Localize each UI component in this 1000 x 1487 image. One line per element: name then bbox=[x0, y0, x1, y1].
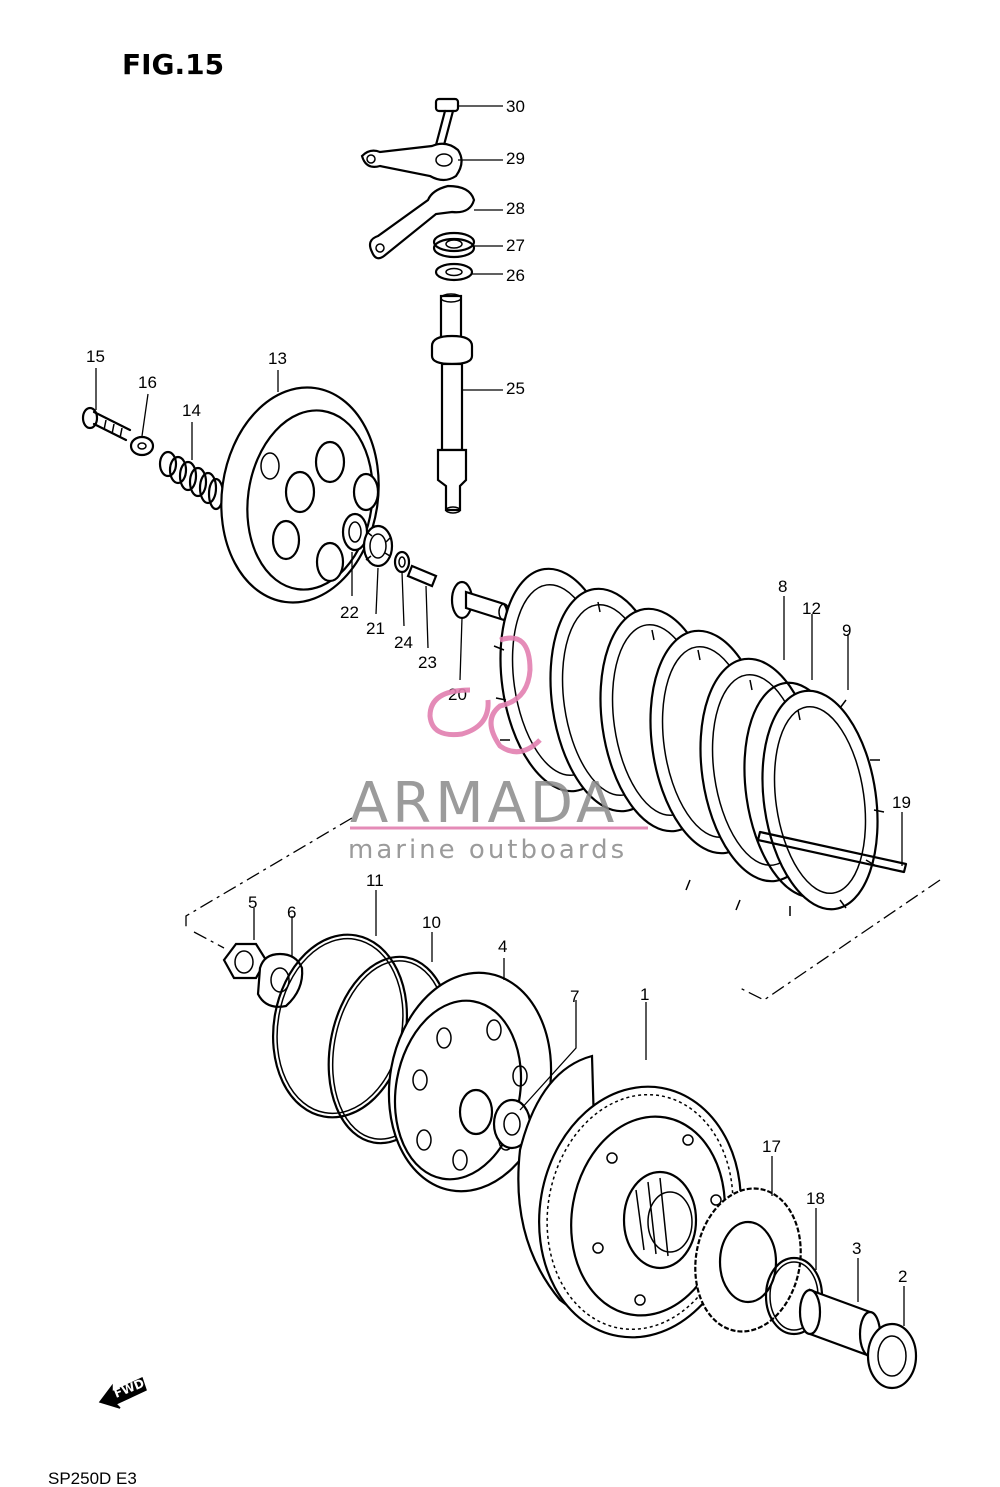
part-9-drive-plate bbox=[761, 689, 879, 911]
watermark-logo-icon bbox=[427, 635, 542, 755]
part-28-release-arm bbox=[368, 184, 476, 260]
callout-21: 21 bbox=[366, 619, 385, 638]
lower-clutch-group bbox=[222, 933, 918, 1390]
callout-13: 13 bbox=[268, 349, 287, 368]
watermark: ARMADA marine outboards bbox=[348, 635, 648, 865]
callout-24: 24 bbox=[394, 633, 413, 652]
callout-7: 7 bbox=[570, 987, 579, 1006]
clutch-plate-stack bbox=[493, 567, 908, 916]
callout-4: 4 bbox=[498, 937, 507, 956]
callout-22: 22 bbox=[340, 603, 359, 622]
assembly-outline bbox=[185, 817, 941, 1001]
part-1-clutch-housing bbox=[517, 1054, 742, 1339]
callout-28: 28 bbox=[506, 199, 525, 218]
leader-lines bbox=[95, 105, 905, 1326]
part-23-pin bbox=[406, 564, 438, 588]
callout-17: 17 bbox=[762, 1137, 781, 1156]
fwd-arrow-icon: FWD bbox=[98, 1376, 147, 1409]
part-29-lever bbox=[360, 142, 463, 182]
watermark-tagline: marine outboards bbox=[348, 835, 627, 865]
part-27-bearing bbox=[432, 231, 476, 259]
part-26-washer bbox=[434, 262, 474, 282]
callout-16: 16 bbox=[138, 373, 157, 392]
part-24-washer bbox=[393, 550, 411, 574]
callout-11: 11 bbox=[366, 871, 384, 890]
callout-1: 1 bbox=[640, 985, 649, 1004]
callout-26: 26 bbox=[506, 266, 525, 285]
callout-6: 6 bbox=[287, 903, 296, 922]
callout-15: 15 bbox=[86, 347, 105, 366]
part-7-thrust-washer bbox=[492, 1098, 532, 1150]
callout-18: 18 bbox=[806, 1189, 825, 1208]
part-17-gear bbox=[694, 1187, 802, 1333]
part-16-washer bbox=[129, 435, 155, 457]
part-30-bolt bbox=[434, 97, 460, 147]
part-6-lock-washer bbox=[256, 952, 304, 1008]
callout-27: 27 bbox=[506, 236, 525, 255]
part-21-bearing bbox=[362, 524, 394, 568]
callout-2: 2 bbox=[898, 1267, 907, 1286]
watermark-brand: ARMADA bbox=[350, 771, 618, 836]
pressure-plate-group bbox=[81, 386, 510, 622]
part-2-washer bbox=[866, 1322, 918, 1390]
callout-23: 23 bbox=[418, 653, 437, 672]
callout-5: 5 bbox=[248, 893, 257, 912]
callout-25: 25 bbox=[506, 379, 525, 398]
part-20-push-piece bbox=[450, 580, 510, 622]
part-19-push-rod bbox=[756, 830, 908, 874]
callout-14: 14 bbox=[182, 401, 201, 420]
callout-19: 19 bbox=[892, 793, 911, 812]
footer-code: SP250D E3 bbox=[48, 1469, 137, 1487]
callout-3: 3 bbox=[852, 1239, 861, 1258]
callout-9: 9 bbox=[842, 621, 851, 640]
callout-8: 8 bbox=[778, 577, 787, 596]
callout-12: 12 bbox=[802, 599, 821, 618]
release-lever-group bbox=[360, 97, 476, 514]
part-25-release-shaft bbox=[430, 293, 474, 514]
part-14-spring bbox=[158, 450, 225, 511]
figure-title: FIG.15 bbox=[122, 48, 224, 81]
callout-29: 29 bbox=[506, 149, 525, 168]
part-15-bolt bbox=[81, 406, 132, 442]
part-13-pressure-plate bbox=[220, 386, 380, 604]
callout-10: 10 bbox=[422, 913, 441, 932]
callout-30: 30 bbox=[506, 97, 525, 116]
